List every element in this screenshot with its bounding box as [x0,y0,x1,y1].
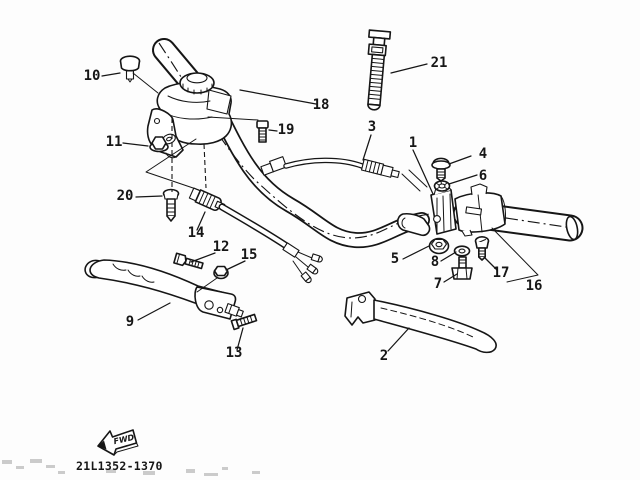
callout-5: 5 [391,251,399,267]
callout-8: 8 [431,254,439,270]
alignment-lines [132,72,539,293]
callout-10: 10 [84,68,101,84]
callout-13: 13 [226,345,243,361]
brake-lever [344,291,497,354]
scan-noise [2,459,260,476]
handlebar-bend [211,104,430,249]
handlebar-axis-line [158,42,567,239]
washer-8 [453,245,471,257]
callout-12: 12 [213,239,230,255]
callout-3: 3 [368,119,376,135]
callout-18: 18 [313,97,330,113]
callout-19: 19 [278,122,295,138]
callout-6: 6 [479,168,487,184]
callout-labels: 1 2 3 4 5 6 7 8 9 10 11 12 13 14 15 16 1… [84,55,543,364]
leader-lines [101,63,498,352]
callout-16: 16 [526,278,543,294]
reservoir-cap [179,72,215,95]
nut-15 [213,265,229,280]
callout-7: 7 [434,276,442,292]
callout-4: 4 [479,146,487,162]
bolt-19 [256,120,269,143]
part-code: 21L1352-1370 [76,459,163,473]
switch-housing [454,183,506,237]
callout-14: 14 [188,225,205,241]
clutch-lever [84,259,244,320]
callout-9: 9 [126,314,134,330]
callout-21: 21 [431,55,448,71]
bolt-12 [173,252,204,270]
fwd-arrow-icon: FWD [97,429,139,456]
lever-holder [396,185,457,237]
callout-2: 2 [380,348,388,364]
brake-cable [260,156,428,192]
callout-20: 20 [117,188,134,204]
lock-washer-6 [433,180,451,192]
bolt-7 [451,256,473,280]
nut-5 [428,237,450,255]
nut-11 [149,136,169,153]
switch-wire-harness [218,203,323,284]
bolt-20 [162,188,180,222]
callout-1: 1 [409,135,417,151]
callout-17: 17 [493,265,510,281]
bolt-10 [119,55,141,83]
bolt-4 [431,157,451,182]
cable-band-21 [367,29,392,111]
callout-15: 15 [241,247,258,263]
screw-13 [230,313,258,331]
callout-11: 11 [106,134,123,150]
screw-17 [474,236,490,261]
